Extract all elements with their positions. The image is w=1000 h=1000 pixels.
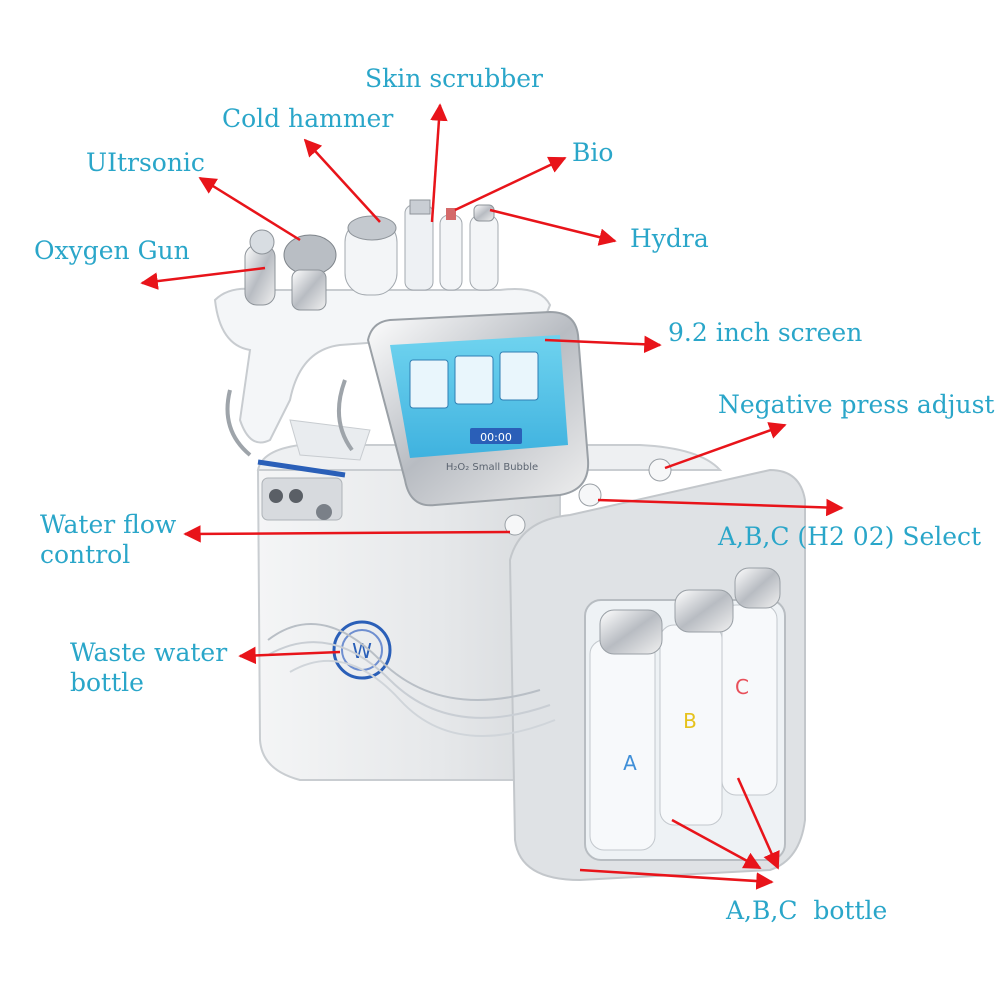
bottle-letter-a: A — [623, 751, 637, 775]
logo-wave-2 — [267, 641, 551, 719]
bottle-cap-a — [599, 609, 663, 655]
arrow-negative-press — [664, 422, 787, 470]
label-bio: Bio — [572, 138, 614, 167]
label-cold-hammer: Cold hammer — [222, 104, 394, 133]
arrow-abc-select — [597, 498, 844, 517]
handpiece-hydra — [469, 204, 499, 291]
arrow-water-flow — [183, 525, 511, 543]
bottle-cap-b — [674, 589, 734, 633]
label-hydra: Hydra — [630, 224, 709, 253]
label-oxygen-gun: Oxygen Gun — [34, 236, 190, 265]
arrow-cold-hammer — [303, 138, 381, 223]
arrow-abc-bottle-3 — [736, 777, 780, 870]
handpiece-cold-hammer — [344, 215, 398, 296]
label-skin-scrubber: Skin scrubber — [365, 64, 543, 93]
holder-stand — [289, 419, 371, 461]
bottle-letter-c: C — [735, 675, 749, 699]
logo-wave-3 — [289, 659, 556, 737]
logo-ring-outer — [332, 620, 392, 680]
label-ultrasonic: UItrsonic — [86, 148, 205, 177]
bottle-c — [721, 604, 778, 796]
knob-negative-press — [648, 458, 672, 482]
callout-arrows — [140, 103, 844, 890]
logo-wave-1 — [267, 623, 541, 701]
screen-banner: H₂O₂ Small Bubble — [446, 462, 538, 473]
label-negative-press: Negative press adjust — [718, 390, 995, 419]
arrow-skin-scrubber — [430, 103, 448, 223]
screen-tile-1 — [409, 359, 449, 409]
label-water-flow: Water flow control — [40, 510, 177, 569]
arrow-hydra — [489, 208, 617, 246]
cable-2 — [336, 379, 354, 452]
bottle-letter-b: B — [683, 709, 697, 733]
port-1 — [269, 489, 283, 503]
bottle-a — [589, 639, 656, 851]
touch-screen: 00:00 H₂O₂ Small Bubble — [366, 310, 590, 507]
device-blue-trim — [257, 459, 346, 478]
port-3 — [316, 504, 332, 520]
screen-tile-3 — [499, 351, 539, 401]
handpiece-oxygen-gun — [244, 229, 276, 306]
device-body-left — [256, 469, 561, 781]
label-abc-bottle: A,B,C bottle — [726, 896, 888, 925]
screen-tile-2 — [454, 355, 494, 405]
cable-1 — [225, 389, 252, 457]
arrow-abc-bottle-1 — [579, 868, 774, 890]
label-abc-select: A,B,C (H2 02) Select — [718, 522, 982, 551]
label-waste-water: Waste water bottle — [70, 638, 228, 697]
logo-letter: W — [352, 639, 372, 663]
bottle-cap-c — [734, 567, 781, 609]
arrow-oxygen-gun — [140, 266, 266, 290]
device: W A B C — [213, 199, 806, 882]
arrow-abc-bottle-2 — [671, 818, 762, 870]
arrow-ultrasonic — [198, 176, 301, 242]
arrow-waste-water — [238, 646, 341, 665]
screen-timer: 00:00 — [480, 431, 512, 444]
handpiece-ultrasonic — [283, 234, 337, 311]
knob-abc-select — [578, 483, 602, 507]
knob-water-flow — [504, 514, 526, 536]
arrow-screen — [544, 335, 662, 354]
handpiece-bio — [439, 208, 463, 291]
port-2 — [289, 489, 303, 503]
label-screen: 9.2 inch screen — [668, 318, 863, 347]
handpiece-skin-scrubber — [404, 199, 434, 291]
arrow-bio — [454, 156, 567, 212]
screen-timer-box — [470, 428, 522, 444]
